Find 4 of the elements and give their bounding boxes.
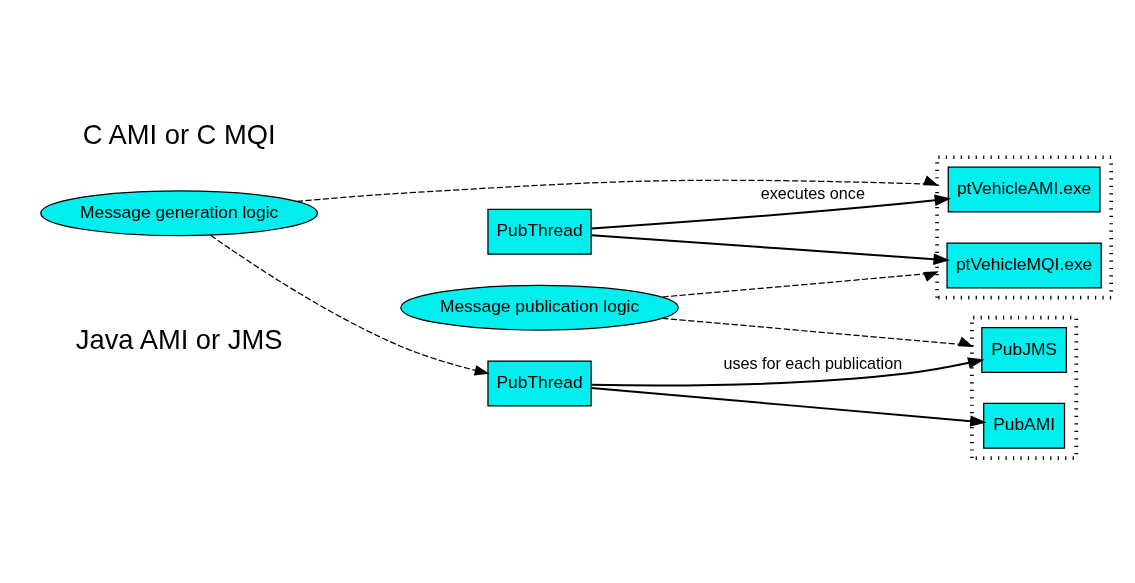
label: C AMI or C MQI bbox=[82, 119, 276, 151]
label: Java AMI or JMS bbox=[75, 324, 283, 356]
edge-label: uses for each publication bbox=[723, 354, 903, 373]
edge-label: executes once bbox=[760, 183, 865, 202]
